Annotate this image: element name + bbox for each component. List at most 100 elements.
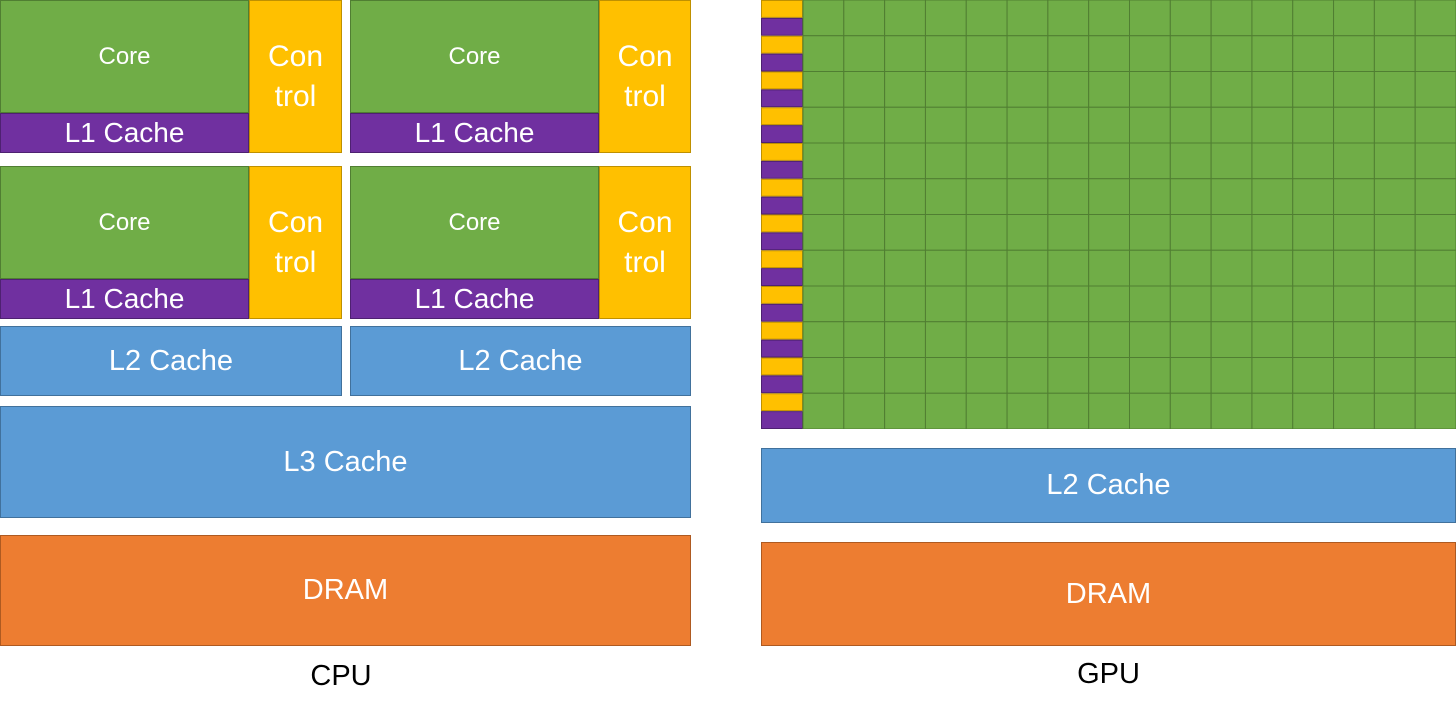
gpu-core-cell [1414, 321, 1456, 358]
cpu-control-3: Con trol [249, 166, 342, 319]
gpu-core-cell [1333, 321, 1375, 358]
gpu-core-cell [802, 214, 845, 251]
gpu-core-cell [1169, 392, 1212, 429]
gpu-core-cell [1210, 106, 1253, 144]
gpu-core-cell [924, 106, 967, 144]
gpu-core-cell [1088, 0, 1130, 37]
gpu-core-cell [1251, 285, 1294, 323]
gpu-core-cell [1292, 392, 1335, 429]
gpu-core-cell [1169, 321, 1212, 358]
gpu-core-cell [924, 178, 967, 215]
gpu-core-cell [1047, 392, 1090, 429]
gpu-l1-cell [761, 196, 803, 215]
gpu-core-cell [1292, 71, 1335, 108]
gpu-core-cell [843, 321, 886, 358]
gpu-caption: GPU [1077, 658, 1140, 690]
gpu-core-cell [965, 0, 1008, 37]
gpu-core-cell [1373, 392, 1416, 429]
gpu-core-cell [1292, 142, 1335, 180]
control-label: Con trol [617, 205, 673, 279]
cpu-l1-cache-2: L1 Cache [350, 113, 599, 153]
gpu-core-cell [1006, 71, 1049, 108]
gpu-core-cell [1333, 392, 1375, 429]
gpu-core-cell [1047, 35, 1090, 72]
gpu-core-cell [1129, 71, 1171, 108]
gpu-core-cell [843, 392, 886, 429]
gpu-control-cell [761, 250, 803, 269]
gpu-dram: DRAM [761, 542, 1456, 646]
cpu-l2-cache-2: L2 Cache [350, 326, 691, 396]
gpu-core-cell [1088, 35, 1130, 72]
gpu-core-cell [965, 106, 1008, 144]
cpu-core-2: Core [350, 0, 599, 113]
core-label: Core [448, 208, 501, 236]
gpu-core-cell [1047, 142, 1090, 180]
dram-label: DRAM [1065, 577, 1152, 610]
gpu-core-cell [1006, 285, 1049, 323]
gpu-core-cell [1169, 71, 1212, 108]
gpu-core-cell [1292, 35, 1335, 72]
gpu-core-cell [1129, 178, 1171, 215]
gpu-core-cell [1210, 178, 1253, 215]
gpu-core-cell [965, 71, 1008, 108]
gpu-core-cell [843, 71, 886, 108]
gpu-core-cell [1414, 106, 1456, 144]
gpu-core-cell [1169, 285, 1212, 323]
gpu-core-cell [1047, 249, 1090, 287]
gpu-core-cell [1088, 357, 1130, 394]
gpu-core-cell [1088, 71, 1130, 108]
gpu-core-cell [924, 0, 967, 37]
gpu-core-cell [1088, 178, 1130, 215]
gpu-core-cell [1006, 392, 1049, 429]
gpu-core-cell [843, 285, 886, 323]
gpu-core-cell [1333, 0, 1375, 37]
gpu-core-cell [1129, 249, 1171, 287]
cpu-control-1: Con trol [249, 0, 342, 153]
gpu-core-cell [1210, 285, 1253, 323]
gpu-core-cell [1210, 0, 1253, 37]
gpu-core-cell [1210, 35, 1253, 72]
gpu-control-cell [761, 71, 803, 90]
dram-label: DRAM [302, 574, 389, 606]
gpu-core-cell [1414, 214, 1456, 251]
gpu-l1-cell [761, 89, 803, 108]
cpu-l1-cache-1: L1 Cache [0, 113, 249, 153]
gpu-core-cell [1373, 178, 1416, 215]
gpu-core-cell [1210, 249, 1253, 287]
gpu-control-cell [761, 143, 803, 161]
gpu-core-cell [1129, 321, 1171, 358]
gpu-control-cell [761, 214, 803, 233]
gpu-core-cell [1414, 71, 1456, 108]
gpu-core-cell [1088, 214, 1130, 251]
gpu-core-cell [1333, 214, 1375, 251]
gpu-core-cell [924, 249, 967, 287]
gpu-core-cell [924, 285, 967, 323]
cpu-l1-cache-3: L1 Cache [0, 279, 249, 319]
gpu-core-cell [1047, 178, 1090, 215]
gpu-core-cell [1006, 106, 1049, 144]
gpu-core-cell [1292, 249, 1335, 287]
cpu-l1-cache-4: L1 Cache [350, 279, 599, 319]
core-label: Core [98, 42, 151, 70]
gpu-core-cell [884, 142, 926, 180]
gpu-core-cell [884, 285, 926, 323]
gpu-core-cell [1373, 285, 1416, 323]
gpu-core-cell [843, 35, 886, 72]
gpu-l1-cell [761, 160, 803, 179]
gpu-core-cell [884, 321, 926, 358]
gpu-control-cell [761, 321, 803, 340]
gpu-core-cell [1006, 178, 1049, 215]
gpu-core-cell [802, 0, 845, 37]
gpu-core-cell [1088, 142, 1130, 180]
gpu-core-cell [1414, 249, 1456, 287]
gpu-core-cell [1129, 214, 1171, 251]
core-label: Core [98, 208, 151, 236]
gpu-core-grid [761, 0, 1456, 429]
cpu-control-4: Con trol [599, 166, 691, 319]
gpu-core-cell [1251, 249, 1294, 287]
control-label: Con trol [267, 39, 324, 113]
gpu-core-cell [1129, 106, 1171, 144]
gpu-core-cell [1251, 71, 1294, 108]
gpu-core-cell [965, 35, 1008, 72]
gpu-core-cell [1047, 285, 1090, 323]
